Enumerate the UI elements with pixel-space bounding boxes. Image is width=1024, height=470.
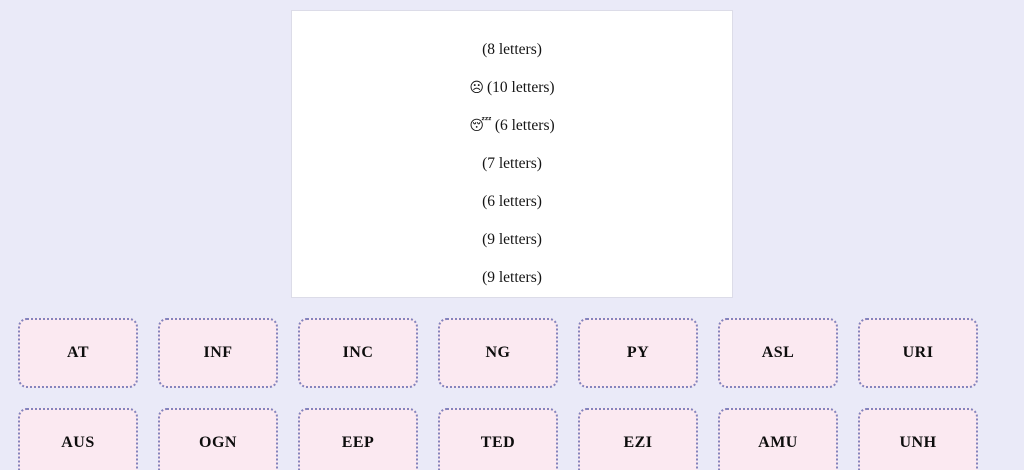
- clue-letter-count: (9 letters): [482, 269, 542, 286]
- tile-row-2: AUS OGN EEP TED EZI AMU UNH: [18, 408, 1006, 470]
- clue-letter-count: (9 letters): [482, 231, 542, 248]
- letter-tile[interactable]: EZI: [578, 408, 698, 470]
- clue-letter-count: (6 letters): [482, 193, 542, 210]
- clue-letter-count: (7 letters): [482, 155, 542, 172]
- letter-tile-grid: AT INF INC NG PY ASL URI AUS OGN EEP TED…: [18, 318, 1006, 470]
- letter-tile[interactable]: EEP: [298, 408, 418, 470]
- clue-row: 😴(6 letters): [292, 107, 732, 145]
- letter-tile[interactable]: URI: [858, 318, 978, 388]
- letter-tile[interactable]: TED: [438, 408, 558, 470]
- clue-emoji: 😴: [469, 118, 492, 134]
- clue-row: (7 letters): [292, 145, 732, 183]
- clue-panel: (8 letters) ☹(10 letters) 😴(6 letters) (…: [291, 10, 733, 298]
- clue-letter-count: (10 letters): [487, 79, 555, 96]
- letter-tile[interactable]: INF: [158, 318, 278, 388]
- letter-tile[interactable]: AT: [18, 318, 138, 388]
- clue-letter-count: (8 letters): [482, 41, 542, 58]
- letter-tile[interactable]: PY: [578, 318, 698, 388]
- letter-tile[interactable]: OGN: [158, 408, 278, 470]
- letter-tile[interactable]: UNH: [858, 408, 978, 470]
- clue-emoji: ☹: [469, 80, 485, 96]
- clue-row: (9 letters): [292, 259, 732, 297]
- letter-tile[interactable]: AUS: [18, 408, 138, 470]
- clue-row: ☹(10 letters): [292, 69, 732, 107]
- clue-letter-count: (6 letters): [494, 117, 555, 134]
- clue-row: (8 letters): [292, 31, 732, 69]
- tile-row-1: AT INF INC NG PY ASL URI: [18, 318, 1006, 388]
- letter-tile[interactable]: INC: [298, 318, 418, 388]
- letter-tile[interactable]: ASL: [718, 318, 838, 388]
- clue-row: (9 letters): [292, 221, 732, 259]
- letter-tile[interactable]: AMU: [718, 408, 838, 470]
- clue-row: (6 letters): [292, 183, 732, 221]
- letter-tile[interactable]: NG: [438, 318, 558, 388]
